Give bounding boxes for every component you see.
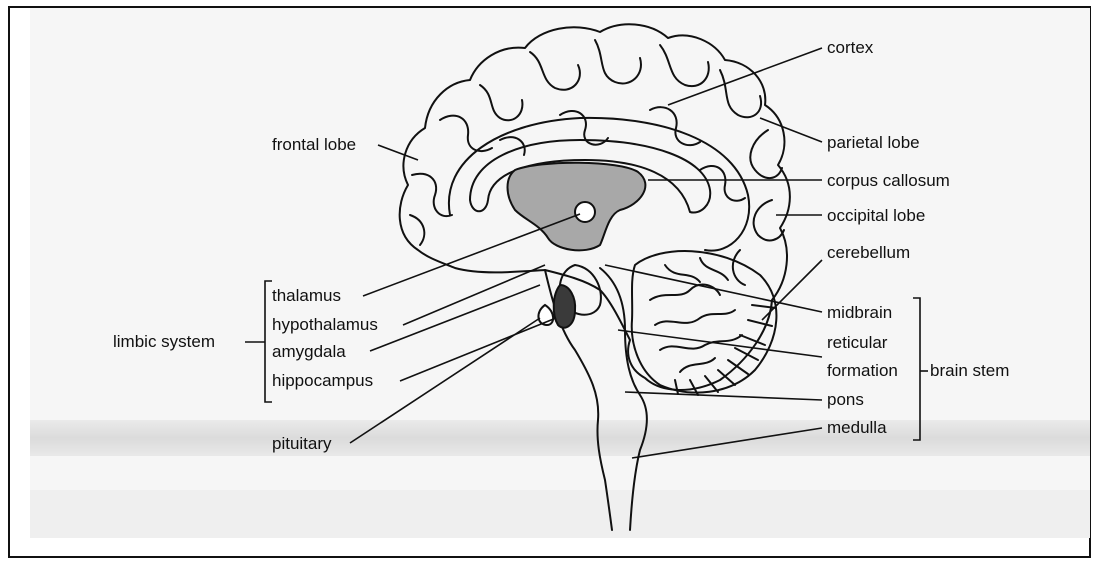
label-hypothalamus: hypothalamus [272,315,378,335]
label-reticular: reticular [827,333,887,353]
label-cerebellum: cerebellum [827,243,910,263]
label-midbrain: midbrain [827,303,892,323]
gyrus-fold-15 [733,250,745,285]
gyrus-fold-8 [754,200,784,240]
arbor-vitae-2 [655,310,735,325]
limbic-bracket [265,281,272,402]
leader-medulla [632,428,822,458]
label-parietal-lobe: parietal lobe [827,133,920,153]
gyrus-fold-5 [660,45,709,86]
gyrus-fold-6 [720,70,761,117]
gyrus-fold-13 [500,137,525,155]
label-cortex: cortex [827,38,873,58]
thalamus-node [575,202,595,222]
label-pituitary: pituitary [272,434,332,454]
gyrus-fold-4 [595,40,641,83]
cerebellum-stripe-7 [675,380,678,394]
leader-pituitary [350,318,540,443]
label-brain-stem: brain stem [930,361,1009,381]
gyrus-fold-9 [412,174,452,216]
gyrus-fold-2 [480,85,522,120]
leader-frontal-lobe [378,145,418,160]
leader-midbrain [605,265,822,312]
cerebellum-stripe-2 [735,348,758,360]
leader-cortex [668,48,822,105]
gyrus-fold-10 [410,215,424,245]
label-formation: formation [827,361,898,381]
label-medulla: medulla [827,418,887,438]
label-amygdala: amygdala [272,342,346,362]
leader-hypothalamus [403,265,545,325]
leader-reticular-formation [618,330,822,357]
cerebellum-stripe-4 [718,370,735,385]
cerebellum-stripe-5 [705,376,718,392]
label-occipital-lobe: occipital lobe [827,206,925,226]
label-pons: pons [827,390,864,410]
label-corpus-callosum: corpus callosum [827,171,950,191]
gyrus-fold-3 [530,52,580,90]
label-frontal-lobe: frontal lobe [272,135,356,155]
leader-pons [625,392,822,400]
leader-amygdala [370,285,540,351]
gyrus-fold-7 [750,130,782,178]
arbor-vitae-6 [680,358,715,372]
gyrus-fold-11 [650,107,700,145]
leader-hippocampus [400,318,556,381]
label-limbic-system: limbic system [113,332,215,352]
hippocampus-shape [554,285,575,328]
arbor-vitae-5 [700,258,728,280]
label-hippocampus: hippocampus [272,371,373,391]
label-thalamus: thalamus [272,286,341,306]
brain-stem-bracket [913,298,920,440]
leader-parietal-lobe [760,118,822,142]
